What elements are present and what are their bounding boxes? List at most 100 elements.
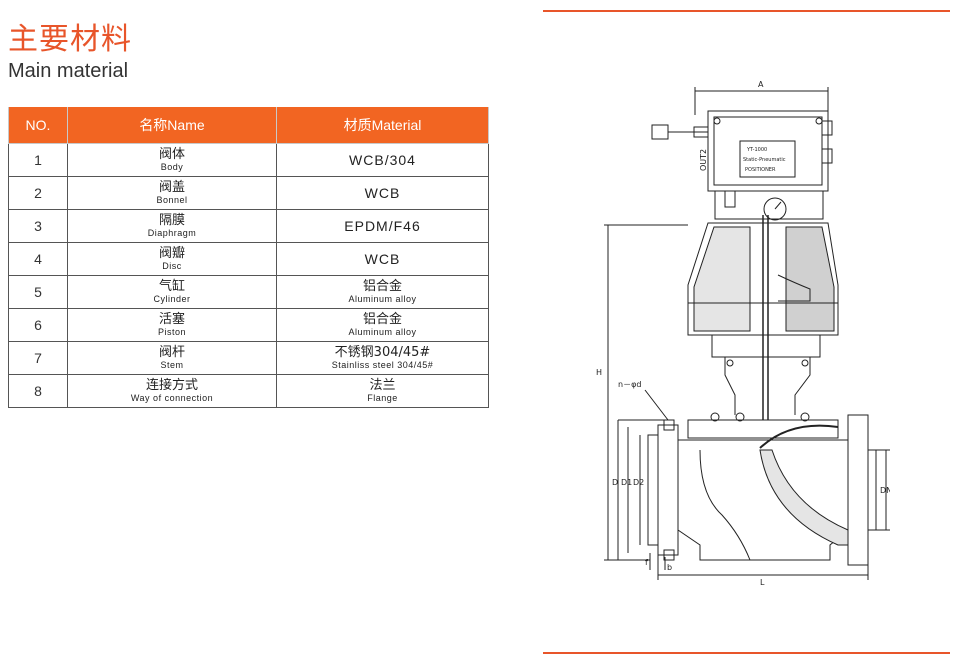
top-divider [543,10,950,12]
name-en: Piston [157,326,186,337]
material-cn: 不锈钢304/45# [334,344,431,360]
material-value: WCB [364,251,401,267]
flange-left [657,424,679,556]
row-material: 法兰 Flange [276,374,489,408]
material-value: WCB/304 [349,152,416,168]
mounting-bracket [714,190,824,220]
table-row: 3 隔膜 Diaphragm EPDM/F46 [8,209,489,243]
material-table: NO. 名称Name 材质Material 1 阀体 Body WCB/304 … [8,107,489,408]
material-en: Stainliss steel 304/45# [331,359,434,370]
name-en: Way of connection [130,392,214,403]
bottom-divider [543,652,950,654]
dim-label-a: A [758,80,764,89]
bolt [726,359,734,367]
page-title-cn: 主要材料 [8,22,132,57]
row-material: WCB [276,176,489,210]
dim-label-l: L [760,578,765,587]
table-row: 7 阀杆 Stem 不锈钢304/45# Stainliss steel 304… [8,341,489,375]
name-cn: 气缸 [158,278,185,294]
side-fitting [821,148,833,164]
row-no: 6 [8,308,68,342]
name-en: Cylinder [153,293,191,304]
table-row: 4 阀瓣 Disc WCB [8,242,489,276]
gauge-needle [774,201,782,210]
material-value: WCB [364,185,401,201]
side-fitting [821,120,833,136]
row-name: 阀盖 Bonnel [67,176,277,210]
row-no: 1 [8,143,68,177]
dim-label-d: D [612,478,618,487]
leader-n-d [644,389,669,421]
cable-gland [651,124,669,140]
bolt [710,412,720,422]
name-en: Diaphragm [147,227,197,238]
bolt [815,117,823,125]
header-no: NO. [8,107,68,144]
row-material: EPDM/F46 [276,209,489,243]
table-row: 6 活塞 Piston 铝合金 Aluminum alloy [8,308,489,342]
body-lining-section [759,449,849,546]
row-material: 铝合金 Aluminum alloy [276,275,489,309]
material-cn: 铝合金 [362,278,402,294]
material-cn: 铝合金 [362,311,402,327]
positioner-text: Static-Pneumatic [743,157,786,163]
bolt [713,117,721,125]
table-row: 2 阀盖 Bonnel WCB [8,176,489,210]
bolt [800,412,810,422]
material-en: Aluminum alloy [348,293,417,304]
name-en: Bonnel [156,194,188,205]
row-material: 不锈钢304/45# Stainliss steel 304/45# [276,341,489,375]
cable-gland-body [693,126,709,138]
dim-label-f: f [645,558,648,567]
yoke-right [794,357,811,415]
flange-right [847,414,869,566]
actuator-section-right [785,226,835,332]
actuator-hatch-left [693,226,751,332]
row-name: 阀杆 Stem [67,341,277,375]
name-cn: 阀杆 [158,344,185,360]
yoke-left [724,357,736,415]
row-material: WCB/304 [276,143,489,177]
yoke-top [711,335,821,358]
name-cn: 连接方式 [145,377,198,393]
table-row: 5 气缸 Cylinder 铝合金 Aluminum alloy [8,275,489,309]
name-cn: 阀盖 [158,179,185,195]
pressure-gauge [763,197,787,221]
name-cn: 活塞 [158,311,185,327]
name-en: Body [160,161,184,172]
flange-bolt-top [663,419,675,431]
row-name: 阀瓣 Disc [67,242,277,276]
table-header-row: NO. 名称Name 材质Material [8,107,489,144]
flange-right-face [867,449,877,531]
row-name: 活塞 Piston [67,308,277,342]
row-no: 5 [8,275,68,309]
bonnet [687,419,839,439]
row-no: 2 [8,176,68,210]
name-cn: 隔膜 [158,212,185,228]
body-flow-path [699,449,751,561]
name-cn: 阀体 [158,146,185,162]
table-row: 1 阀体 Body WCB/304 [8,143,489,177]
row-no: 3 [8,209,68,243]
row-no: 8 [8,374,68,408]
diaphragm [759,424,839,449]
positioner-label-plate [739,140,796,178]
material-value: EPDM/F46 [344,218,421,234]
header-name: 名称Name [67,107,277,144]
dim-label-b: b [667,563,672,572]
row-name: 阀体 Body [67,143,277,177]
name-en: Disc [162,260,182,271]
page-title-en: Main material [8,60,129,82]
row-no: 7 [8,341,68,375]
table-row: 8 连接方式 Way of connection 法兰 Flange [8,374,489,408]
out-port-label: OUT2 [699,149,708,171]
valve-technical-drawing: A H n－φd D D1 D2 DN L f b OUT2 YT-1000 S… [596,80,890,587]
dim-label-h: H [596,368,602,377]
name-en: Stem [160,359,184,370]
actuator-cylinder [687,222,839,336]
dim-label-d2: D2 [633,478,644,487]
spring-section [777,274,811,302]
bracket-fitting [724,190,736,208]
bolt [801,359,809,367]
row-name: 隔膜 Diaphragm [67,209,277,243]
